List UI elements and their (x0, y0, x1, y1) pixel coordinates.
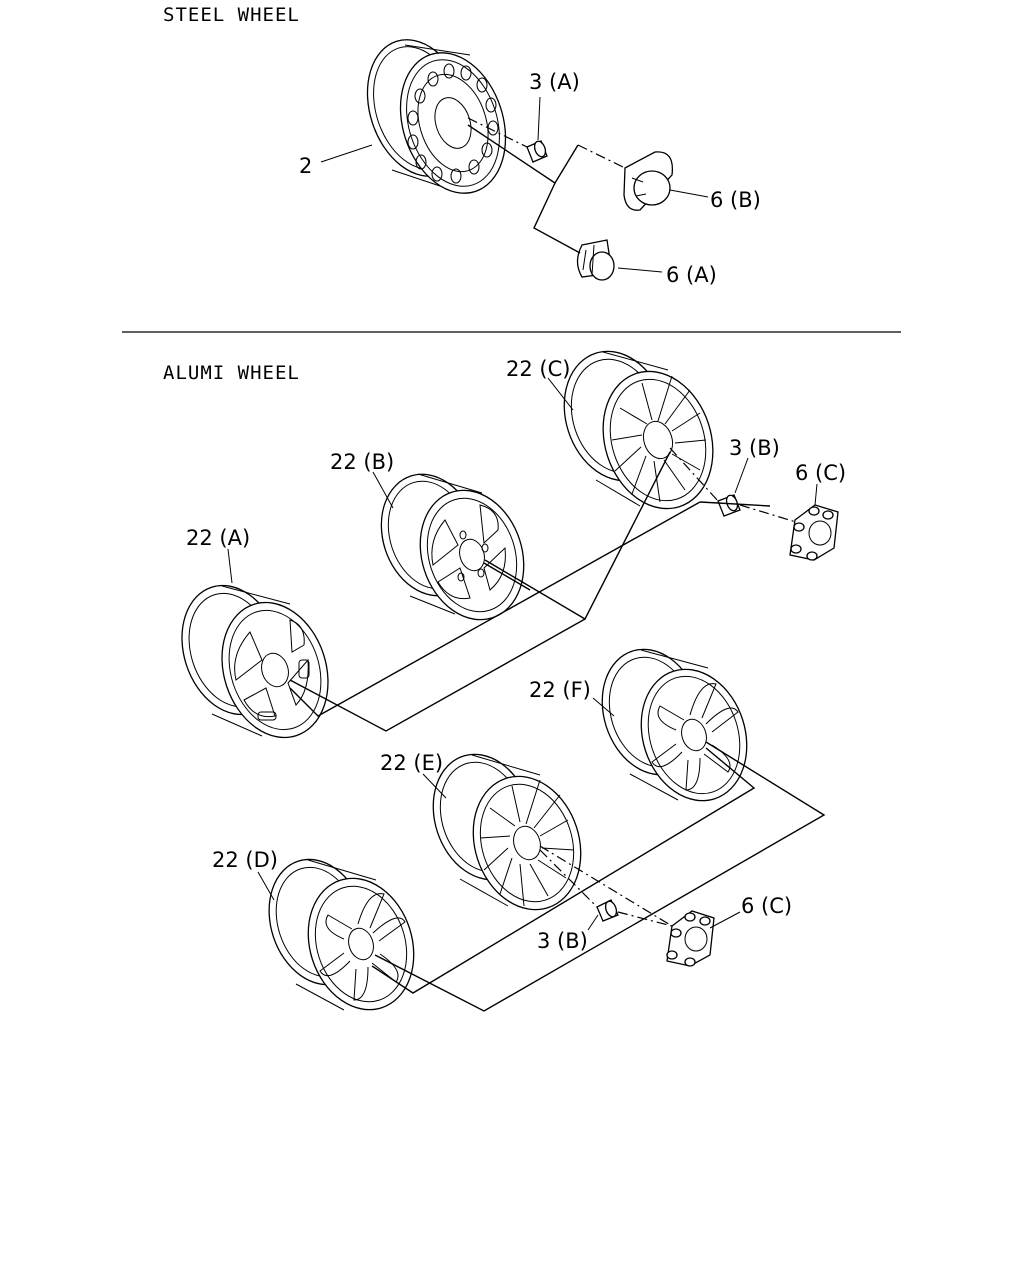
label-nut-3b-upper: 3 (B) (729, 436, 780, 460)
wheel-nut-3b-lower (596, 899, 619, 922)
wheel-nut-3a (526, 140, 548, 163)
label-nut-3b-lower: 3 (B) (537, 929, 588, 953)
label-cap-6a: 6 (A) (666, 263, 717, 287)
hub-cap-6b (623, 151, 674, 211)
alumi-wheel-title: ALUMI WHEEL (163, 362, 300, 384)
label-wheel-2: 2 (299, 154, 312, 178)
label-wheel-22e: 22 (E) (380, 751, 443, 775)
wheel-22d (268, 858, 415, 1011)
label-wheel-22b: 22 (B) (330, 450, 394, 474)
label-cap-6b: 6 (B) (710, 188, 761, 212)
label-wheel-22c: 22 (C) (506, 357, 570, 381)
center-cap-6a (576, 239, 615, 281)
steel-wheel (366, 39, 507, 194)
label-cap-6c-upper: 6 (C) (795, 461, 846, 485)
steel-wheel-title: STEEL WHEEL (163, 4, 300, 26)
label-wheel-22a: 22 (A) (186, 526, 250, 550)
wheel-22f (601, 648, 748, 802)
wheel-22a (181, 584, 329, 739)
hub-cap-6c-lower (666, 910, 715, 967)
label-nut-3a: 3 (A) (529, 70, 580, 94)
wheel-22e (432, 753, 582, 911)
label-wheel-22d: 22 (D) (212, 848, 278, 872)
label-cap-6c-lower: 6 (C) (741, 894, 792, 918)
hub-cap-6c-upper (789, 504, 839, 561)
wheel-22c (563, 350, 714, 510)
wheel-nut-3b-upper (717, 494, 741, 517)
label-wheel-22f: 22 (F) (529, 678, 591, 702)
wheel-22b (380, 473, 525, 621)
